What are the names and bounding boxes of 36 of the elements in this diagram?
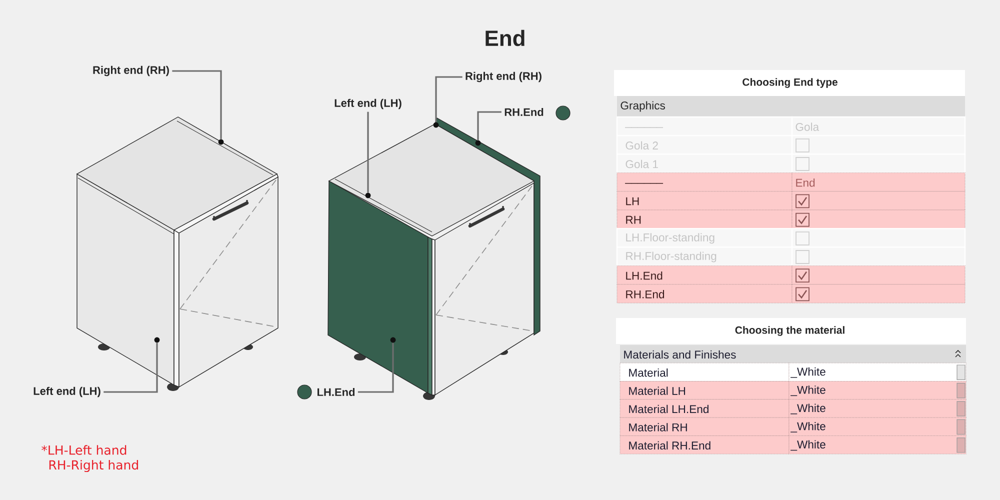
table-cell: RH.End — [616, 284, 792, 304]
callout-label: Right end (RH) — [466, 72, 542, 82]
footnote: *LH-Left hand — [42, 445, 126, 455]
title: End — [486, 30, 524, 46]
table-cell: ______ — [616, 172, 792, 192]
leader-line — [172, 70, 222, 140]
table-cell: _White — [788, 436, 966, 454]
footnote: RH-Right hand — [49, 460, 138, 472]
leader-line — [435, 76, 462, 122]
table-title: Choosing End type — [614, 70, 966, 96]
table-cell: Material — [620, 362, 790, 382]
table-cell: Material RH — [620, 417, 790, 436]
leader-line — [367, 112, 369, 193]
table-cell: RH — [616, 210, 792, 229]
table-cell: Material LH — [620, 380, 790, 400]
callout-label: Left end (LH) — [334, 98, 402, 110]
table-cell: _White — [788, 399, 966, 418]
table-cell: LH — [616, 191, 792, 210]
section-header: Materials and Finishes — [620, 345, 966, 363]
callout-label: LH.End — [318, 388, 355, 396]
leader-line — [104, 342, 158, 393]
table-cell: LH.End — [616, 266, 792, 285]
leader-line — [477, 111, 502, 140]
callout-label: RH.End — [504, 108, 544, 116]
table-cell: End — [792, 172, 966, 192]
table-cell: Material LH.End — [620, 399, 790, 418]
table-cell: Material RH.End — [620, 436, 790, 454]
table-title: Choosing the material — [616, 318, 966, 344]
section-header: Graphics — [617, 96, 966, 117]
table-cell: _White — [788, 380, 966, 400]
table-cell: _White — [788, 417, 966, 436]
table-cell: ______ — [616, 116, 793, 136]
table-cell: _White — [788, 362, 966, 382]
callout-label: Left end (LH) — [34, 386, 100, 398]
callout-label: Right end (RH) — [93, 66, 169, 76]
leader-line — [358, 342, 394, 393]
